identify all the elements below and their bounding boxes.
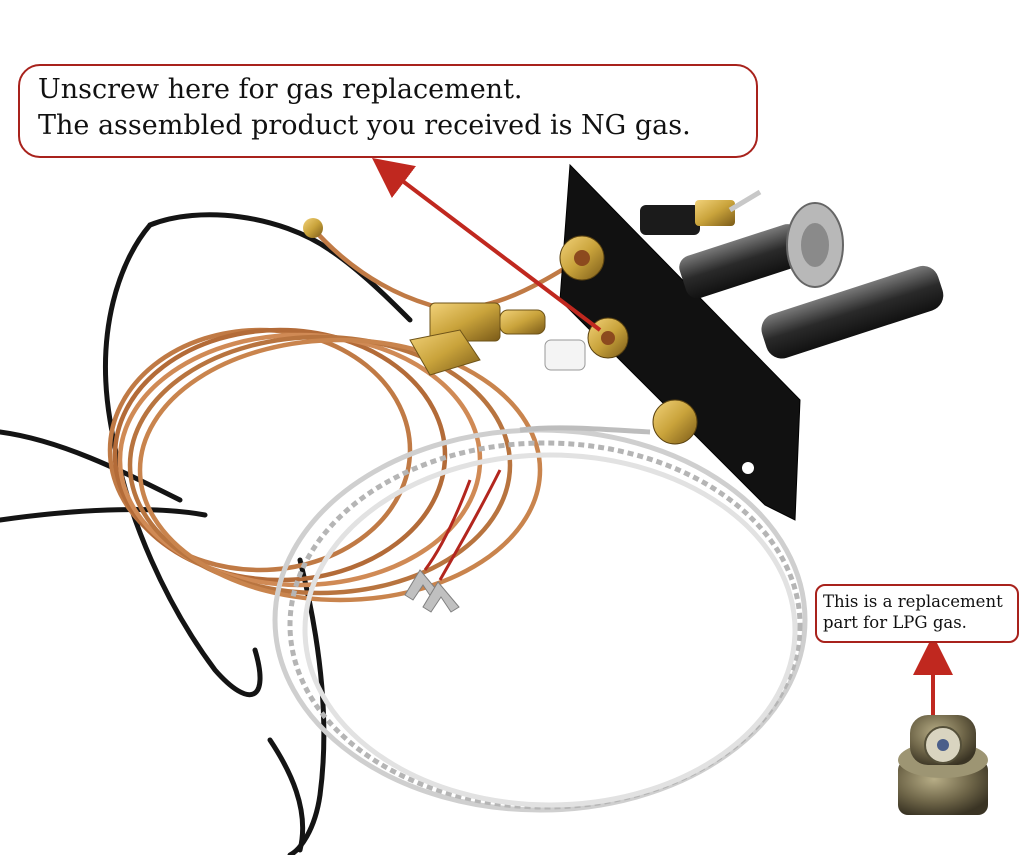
copper-tube-end	[303, 218, 323, 238]
arrow-to-gas-fitting	[372, 157, 602, 332]
lpg-replacement-nozzle	[898, 715, 988, 815]
callout-lpg-line-1: This is a replacement	[823, 592, 1003, 611]
braided-thermocouple-cable	[272, 425, 808, 813]
brass-fitting	[409, 302, 586, 376]
mounting-bracket	[559, 163, 801, 521]
black-wire	[0, 212, 413, 855]
callout-lpg-line-2: part for LPG gas.	[823, 613, 967, 632]
lpg-part-callout: This is a replacement part for LPG gas.	[815, 584, 1019, 643]
red-wire-with-terminals	[404, 469, 502, 613]
copper-tube-coil	[107, 223, 577, 603]
pilot-burner	[679, 202, 844, 299]
igniter-electrode	[640, 189, 762, 235]
callout-main-line-1: Unscrew here for gas replacement.	[38, 74, 523, 105]
callout-main-line-2: The assembled product you received is NG…	[38, 110, 691, 141]
gas-replacement-callout: Unscrew here for gas replacement. The as…	[18, 64, 758, 158]
thermopile-rod	[761, 265, 944, 359]
